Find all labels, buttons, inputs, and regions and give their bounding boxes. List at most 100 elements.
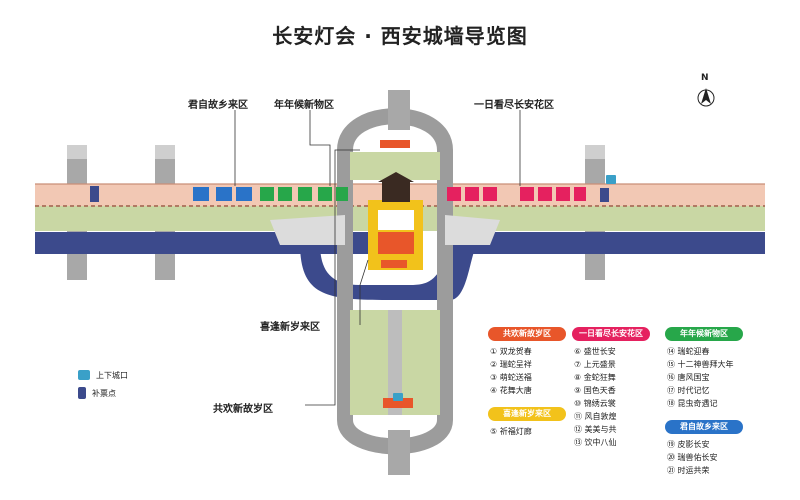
legend-item-number: ⑩	[574, 399, 584, 408]
legend-category[interactable]: 一日看尽长安花区	[572, 327, 650, 341]
gate-entry-icon[interactable]	[393, 393, 403, 401]
legend-item[interactable]: ③ 萌蛇送福	[490, 373, 532, 383]
ticket-point-icon[interactable]	[90, 186, 99, 202]
zone-block-6[interactable]	[447, 187, 461, 201]
legend-item-number: ⑲	[667, 440, 678, 449]
legend-item[interactable]: ⑩ 锦绣云裳	[574, 399, 616, 409]
legend-item-label: 瑞蛇呈祥	[499, 360, 532, 369]
zone-label-gonghuan[interactable]: 共欢新故岁区	[213, 404, 273, 415]
south-stage	[383, 398, 413, 408]
legend-item-label: 饮中八仙	[584, 438, 617, 447]
gate-entry-icon[interactable]	[606, 175, 616, 184]
legend-item-number: ⑥	[574, 347, 584, 356]
legend-item[interactable]: ⑲ 皮影长安	[667, 440, 710, 450]
zone-block-11[interactable]	[556, 187, 570, 201]
side-legend: 上下城口 补票点	[78, 366, 128, 402]
zone-block-17[interactable]	[318, 187, 332, 201]
legend-item-number: ④	[490, 386, 500, 395]
legend-category[interactable]: 年年候新物区	[665, 327, 743, 341]
road-north	[388, 90, 410, 130]
red-hall	[378, 232, 414, 254]
legend-item-number: ⑧	[574, 373, 584, 382]
legend-item[interactable]: ⑨ 国色天香	[574, 386, 616, 396]
legend-category[interactable]: 喜逢新岁来区	[488, 407, 566, 421]
ring-road	[337, 108, 453, 455]
legend-item-label: 时代记忆	[677, 386, 710, 395]
gate-entry-icon	[78, 370, 90, 380]
street-sign-far-west	[67, 145, 87, 159]
north-arrow-icon	[697, 88, 715, 107]
legend-item-number: ㉑	[667, 466, 678, 475]
legend-item-label: 萌蛇送福	[499, 373, 532, 382]
north-stage	[380, 140, 410, 148]
legend-item[interactable]: ① 双龙贺春	[490, 347, 532, 357]
ticket-point-icon	[78, 387, 86, 399]
zone-label-junzi[interactable]: 君自故乡来区	[188, 100, 248, 111]
zone-block-18[interactable]	[336, 187, 348, 201]
zone-label-yiri[interactable]: 一日看尽长安花区	[474, 100, 554, 111]
legend-item-label: 昆虫奇遇记	[677, 399, 718, 408]
street-sign-east	[585, 145, 605, 159]
compass-label: N	[701, 73, 709, 83]
legend-item-number: ⑤	[490, 427, 500, 436]
street-sign-west	[155, 145, 175, 159]
zone-block-16[interactable]	[298, 187, 312, 201]
legend-item-number: ⑦	[574, 360, 584, 369]
legend-item-label: 十二神兽拜大年	[677, 360, 734, 369]
legend-item-number: ⑰	[667, 386, 678, 395]
legend-category[interactable]: 共欢新故岁区	[488, 327, 566, 341]
legend-item[interactable]: ⑪ 风自敦煌	[574, 412, 617, 422]
ticket-point-icon[interactable]	[600, 188, 609, 202]
legend-item-number: ③	[490, 373, 500, 382]
zone-block-8[interactable]	[483, 187, 497, 201]
legend-item[interactable]: ② 瑞蛇呈祥	[490, 360, 532, 370]
legend-item[interactable]: ⑫ 美美与共	[574, 425, 617, 435]
page-title: 长安灯会 · 西安城墙导览图	[272, 24, 528, 48]
side-legend-ticket: 补票点	[78, 384, 128, 402]
zone-block-21[interactable]	[236, 187, 252, 201]
legend-item-label: 唐风国宝	[677, 373, 710, 382]
legend-item[interactable]: ⑱ 昆虫奇遇记	[667, 399, 718, 409]
legend-item[interactable]: ④ 花舞大唐	[490, 386, 532, 396]
zone-block-14[interactable]	[260, 187, 274, 201]
road-south	[388, 430, 410, 475]
legend-item-number: ⑭	[667, 347, 678, 356]
legend-item-number: ②	[490, 360, 500, 369]
legend-item[interactable]: ⑳ 瑞兽佑长安	[667, 453, 718, 463]
legend-item[interactable]: ⑭ 瑞蛇迎春	[667, 347, 710, 357]
legend-item[interactable]: ⑬ 饮中八仙	[574, 438, 617, 448]
legend-item[interactable]: ⑯ 唐风国宝	[667, 373, 710, 383]
legend-item-label: 花舞大唐	[499, 386, 532, 395]
legend-item-label: 盛世长安	[583, 347, 616, 356]
zone-blocks	[193, 187, 586, 201]
legend-item-label: 金蛇狂舞	[583, 373, 616, 382]
zone-block-15[interactable]	[278, 187, 292, 201]
legend-item-label: 风自敦煌	[584, 412, 617, 421]
legend-category[interactable]: 君自故乡来区	[665, 420, 743, 434]
legend-item[interactable]: ⑧ 金蛇狂舞	[574, 373, 616, 383]
zone-block-10[interactable]	[538, 187, 552, 201]
legend-item[interactable]: ⑮ 十二神兽拜大年	[667, 360, 734, 370]
gate-building	[378, 210, 414, 230]
legend-item[interactable]: ⑦ 上元盛景	[574, 360, 616, 370]
legend-item-number: ⑳	[667, 453, 678, 462]
legend-item-label: 美美与共	[584, 425, 617, 434]
moat-east	[450, 232, 765, 254]
zone-block-20[interactable]	[216, 187, 232, 201]
zone-block-19[interactable]	[193, 187, 209, 201]
legend-item-label: 祈福灯廊	[499, 427, 532, 436]
legend-item-number: ①	[490, 347, 500, 356]
legend-item-label: 锦绣云裳	[583, 399, 616, 408]
legend-item-label: 皮影长安	[677, 440, 710, 449]
legend-item[interactable]: ⑰ 时代记忆	[667, 386, 710, 396]
zone-block-12[interactable]	[574, 187, 586, 201]
zone-block-9[interactable]	[520, 187, 534, 201]
zone-label-xifeng[interactable]: 喜逢新岁来区	[260, 322, 320, 333]
legend-item[interactable]: ㉑ 时运共荣	[667, 466, 710, 476]
zone-block-7[interactable]	[465, 187, 479, 201]
legend-item[interactable]: ⑥ 盛世长安	[574, 347, 616, 357]
legend-item[interactable]: ⑤ 祈福灯廊	[490, 427, 532, 437]
zone-label-niannian[interactable]: 年年候新物区	[274, 100, 334, 111]
legend-item-label: 瑞蛇迎春	[677, 347, 710, 356]
